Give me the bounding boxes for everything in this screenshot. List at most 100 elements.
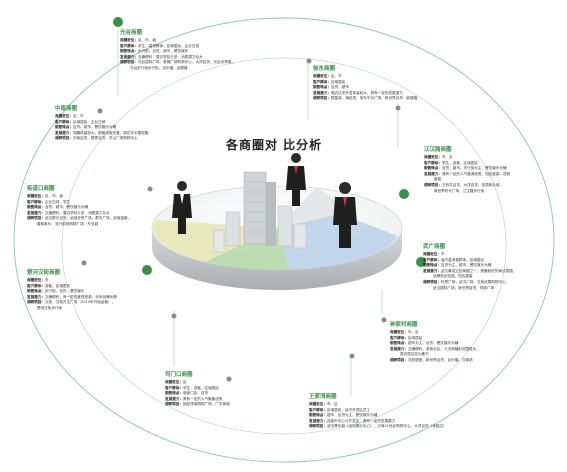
district-block-guanggu: 光谷商圈商圈定位：区、市、级客户群体：学生、高校教师、区域居民、企业白领销售特点… <box>120 30 235 72</box>
row-text: 游客、区域居民 <box>44 283 71 288</box>
row-text: 学生、游客、区域居民 <box>182 385 219 390</box>
row-text: 百货为主，超市、餐饮娱乐为辅 <box>440 263 492 268</box>
district-row: 光谷步行街步行街，百乐福、武德福 <box>120 66 235 72</box>
district-row: 商圈定位：区、市 <box>313 74 417 80</box>
district-row: 发展潜力：规模体量较大，配套设施完善，周边写字楼密集 <box>55 131 148 137</box>
district-row: 调研项目：销品茂城购物广场、广东商城 <box>165 402 230 408</box>
district-row: 客户群体：游客、区域居民 <box>27 284 117 290</box>
row-text: 超市为主，百货、餐饮娱乐为辅 <box>407 341 459 346</box>
district-row: 商圈定位：市、区 <box>424 155 510 161</box>
row-text: 交通便利，周边学校众多，消费潜力巨大 <box>44 210 110 215</box>
district-row: 春和家乐、流行前线购物广场、东亚城 <box>27 222 131 228</box>
district-row: 调研项目：光谷国际广场，鲁巷广场购物中心，大洋百货，光谷世界城， <box>120 60 235 66</box>
district-row: 发展潜力：交通便利，周边学校众多，消费潜力巨大 <box>27 211 131 217</box>
district-row: 客户群体：学生、高校教师、区域居民、企业白领 <box>120 44 235 50</box>
small-node-dots <box>81 58 401 382</box>
district-row: 发展潜力：周边住宅开发体量较大，具有一定的发展潜力 <box>313 91 417 97</box>
row-text: 区 <box>182 380 187 384</box>
row-text: 企业白领、学生 <box>44 199 71 204</box>
row-text: 武汉摩尔城（活动展示中心）、汉商21世纪购物中心、大洋百货（龙阳店） <box>326 424 447 429</box>
row-label: 商圈定位： <box>165 380 183 384</box>
row-text: 百货、超市、餐饮娱乐为辅 <box>72 125 117 130</box>
row-text: 区域居民 <box>407 335 423 340</box>
row-label: 销售特点： <box>390 341 408 346</box>
row-label: 销售特点： <box>165 391 183 396</box>
row-text: 区域居民 <box>330 79 346 84</box>
row-text: 春和家乐、流行前线购物广场、东亚城 <box>37 221 99 226</box>
district-row: 销售特点：百货、超市、餐饮娱乐为辅 <box>27 205 131 211</box>
row-text: 度高 <box>434 177 442 182</box>
district-block-wangjiawan: 王家湾商圈商圈定位：市、区客户群体：区域居民、经济开发区员工销售特点：超市、百货… <box>309 394 447 430</box>
row-text: 具有一定的人气聚集优势 <box>182 396 223 401</box>
district-title: 楚河汉街商圈 <box>27 270 61 276</box>
row-text: 中商百货、银泰百货、洪山广场购物中心 <box>72 136 138 141</box>
district-row: 销售特点：步行街、百货、餐饮娱乐 <box>27 289 117 295</box>
district-row: 客户群体：区域居民 <box>390 336 480 342</box>
row-text: 交通便利，有一定的景观资源，未来品牌优势 <box>44 294 117 299</box>
row-text: 楚河汉街步行街 <box>37 305 63 310</box>
row-label: 商圈定位： <box>309 402 327 406</box>
district-row: 发展潜力：具有一定的人气聚集优势 <box>165 397 230 403</box>
row-label: 销售特点： <box>423 263 441 268</box>
row-label: 商圈定位： <box>27 194 45 198</box>
building-group <box>213 171 307 253</box>
row-label: 销售特点： <box>27 205 45 210</box>
row-label: 调研项目： <box>165 402 183 407</box>
row-label: 发展潜力： <box>27 210 45 215</box>
row-text: 光谷步行街步行街，百乐福、武德福 <box>130 65 188 70</box>
district-row: 客户群体：企业白领、学生 <box>27 200 131 206</box>
district-row: 销售特点：百货、超市、餐饮娱乐为辅 <box>55 125 148 131</box>
district-row: 调研项目：武汉群光百货、武商亚贸广场、群光广场、武商量贩、 <box>27 216 131 222</box>
district-title: 王家湾商圈 <box>309 394 337 400</box>
row-text: 市 <box>44 278 49 282</box>
row-text: 临街门店、百货 <box>182 391 209 396</box>
row-label: 发展潜力： <box>309 418 327 423</box>
row-label: 客户群体： <box>313 79 331 84</box>
row-label: 商圈定位： <box>423 252 441 256</box>
district-row: 客户群体：区域居民、经济开发区员工 <box>309 408 447 414</box>
row-text: 新世界时代广场、江汉路步行街 <box>434 188 485 193</box>
node-dots <box>113 17 426 275</box>
district-row: 发展潜力：交通便利，老商业区，人流和辐射范围较大， <box>390 347 480 353</box>
row-text: 品牌效应较强，知名度高 <box>433 274 473 279</box>
district-block-zhongjiacun: 钟家村商圈商圈定位：市、区客户群体：区域居民销售特点：超市为主，百货、餐饮娱乐为… <box>390 322 480 364</box>
row-label: 发展潜力： <box>165 396 183 401</box>
row-text: 光谷国际广场，鲁巷广场购物中心，大洋百货，光谷世界城， <box>137 60 235 65</box>
district-row: 商圈定位：区 <box>165 380 230 386</box>
row-label: 调研项目： <box>424 182 442 187</box>
row-text: 交通便利，周边学校众多，消费潜力巨大 <box>137 54 203 59</box>
row-label: 商圈定位： <box>313 74 331 78</box>
row-label: 商圈定位： <box>424 155 442 159</box>
row-label: 调研项目： <box>27 216 45 221</box>
row-label: 客户群体： <box>309 407 327 412</box>
district-row: 武汉国际广场，新世界百货，领秀广场 <box>423 286 516 292</box>
district-row: 商圈定位：区、市、级 <box>27 194 131 200</box>
district-row: 客户群体：区域居民、企业白领 <box>55 120 148 126</box>
district-block-zhongnan: 中南商圈商圈定位：区、市客户群体：区域居民、企业白领销售特点：百货、超市、餐饮娱… <box>55 106 148 142</box>
row-text: 王府井百货、大洋百货、佳丽商业城、 <box>441 182 504 187</box>
district-row: 商圈定位：市 <box>27 278 117 284</box>
row-label: 客户群体： <box>165 385 183 390</box>
district-row: 品牌效应较强，知名度高 <box>423 274 516 280</box>
district-row: 商圈定位：区、市、级 <box>120 38 235 44</box>
row-label: 发展潜力： <box>424 171 442 176</box>
district-row: 度高 <box>424 177 510 183</box>
row-label: 销售特点： <box>120 49 138 54</box>
district-row: 调研项目：王府井百货、大洋百货、佳丽商业城、 <box>424 183 510 189</box>
row-label: 调研项目： <box>313 96 331 101</box>
row-text: 群星城、销品茂、徐东平价广场、新世界百货、欧德福 <box>330 96 418 101</box>
outer-ring <box>13 17 555 463</box>
district-title: 武广商圈 <box>423 244 446 250</box>
district-row: 发展潜力：连接市中心与开发区，具有一定的发展潜力 <box>309 419 447 425</box>
row-text: 学生、游客、区域居民 <box>441 160 478 165</box>
row-label: 发展潜力： <box>390 346 408 351</box>
row-label: 销售特点： <box>55 125 73 130</box>
district-row: 周边居住较为集中 <box>390 352 480 358</box>
district-row: 商圈定位：市、区 <box>309 402 447 408</box>
district-row: 商圈定位：区、市 <box>55 114 148 120</box>
row-text: 销品茂城购物广场、广东商城 <box>182 402 230 407</box>
row-text: 市、区 <box>407 330 419 334</box>
row-label: 客户群体： <box>120 43 138 48</box>
connector-lines <box>117 28 399 396</box>
